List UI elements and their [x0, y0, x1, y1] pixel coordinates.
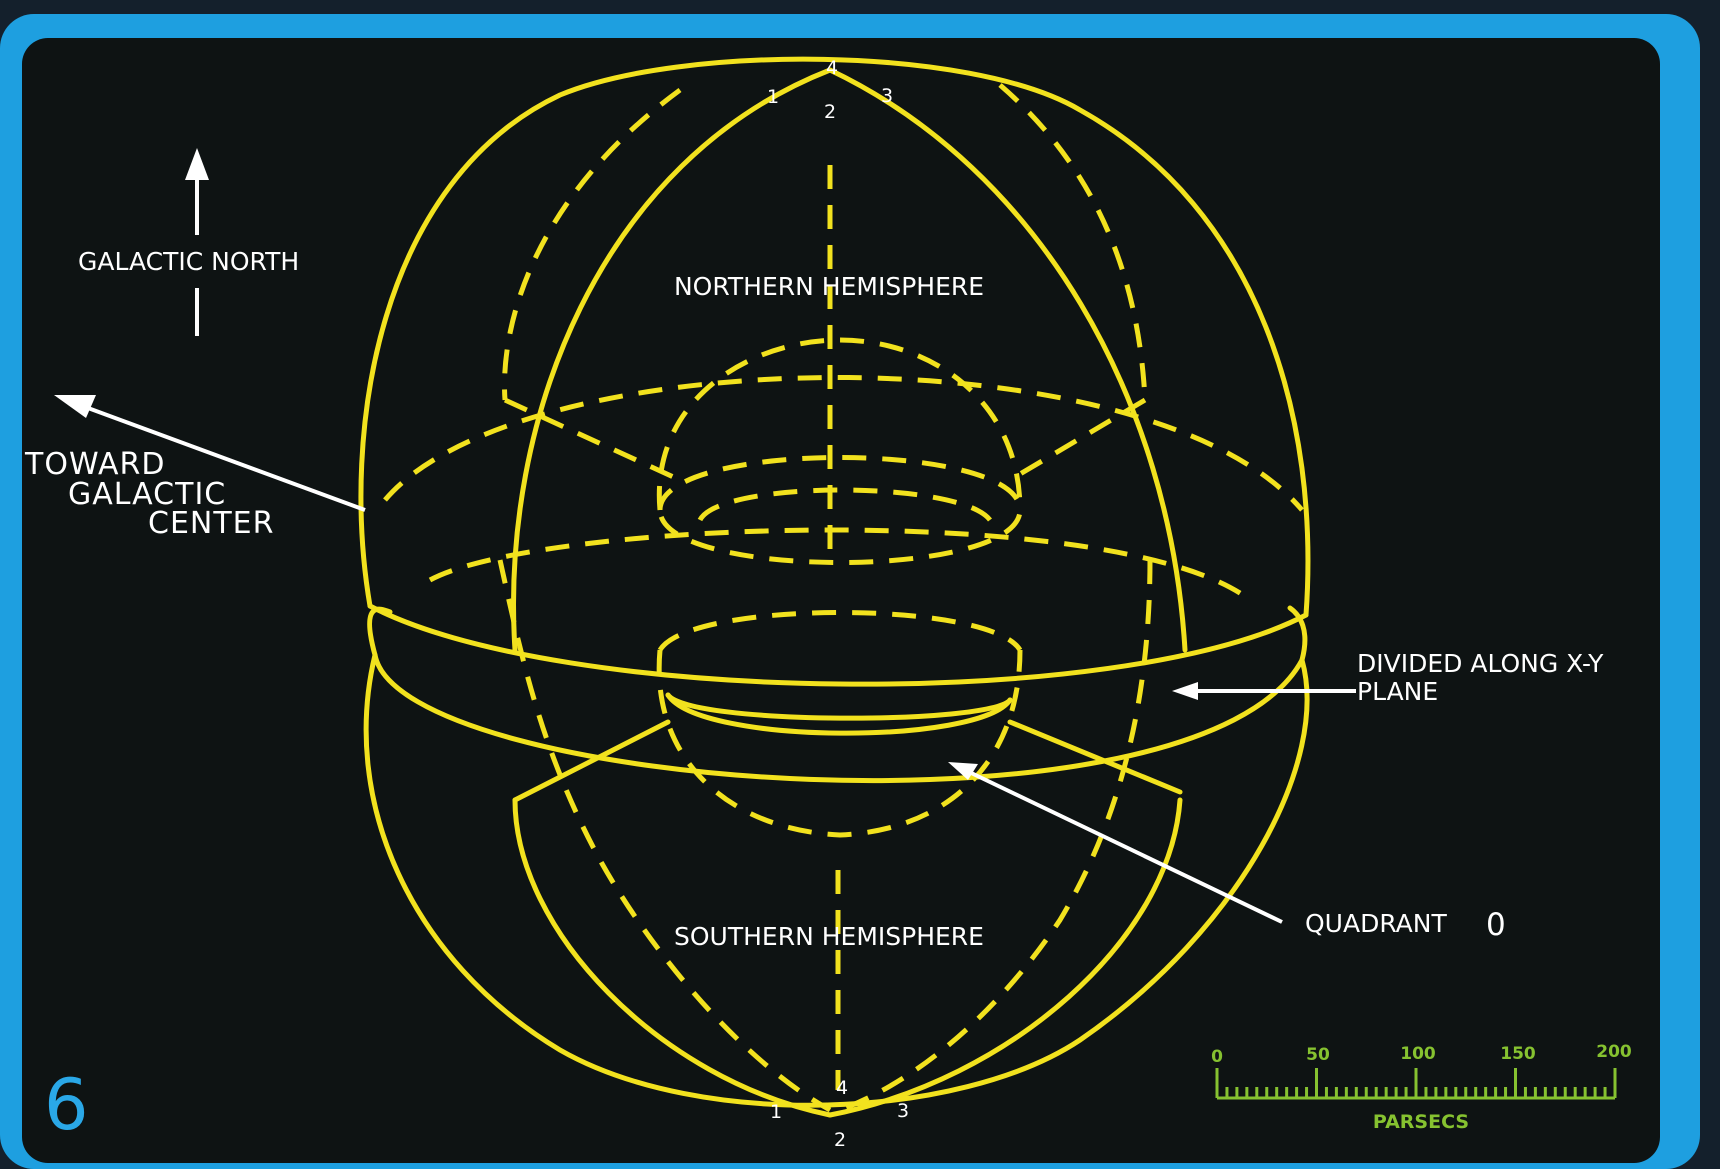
toward-label-line-2: GALACTIC [68, 477, 226, 512]
quadrant-label: QUADRANT [1305, 909, 1447, 938]
southern-rim-right [1287, 605, 1308, 663]
dashed-meridian-inner-left [497, 559, 832, 1113]
scale-label-0: 0 [1211, 1047, 1223, 1067]
center-arrow-head [54, 395, 96, 418]
northern-hemisphere-outline [358, 56, 1311, 618]
dashed-inner-sphere-top [656, 337, 1023, 511]
scale-tick-labels: 0 50 100 150 200 [1211, 1042, 1632, 1067]
top-quadrant-1: 1 [767, 86, 779, 108]
meridian-north-1 [511, 67, 833, 653]
meridian-north-3 [827, 67, 1188, 653]
plane-arrow-head [1172, 682, 1198, 700]
divided-plane-label-line-2: PLANE [1357, 677, 1438, 706]
dashed-back-plane-left [503, 397, 682, 483]
scale-unit-label: PARSECS [1373, 1111, 1469, 1133]
dashed-latitude-upper [383, 375, 1304, 512]
galactic-north-label: GALACTIC NORTH [78, 247, 299, 276]
top-quadrant-numbers: 1 2 3 4 [767, 57, 893, 123]
scale-label-150: 150 [1500, 1044, 1536, 1064]
quadrant-edge-right [1007, 719, 1183, 795]
top-quadrant-2: 2 [824, 101, 836, 123]
dashed-meridian-back-right [998, 83, 1148, 401]
page-number: 6 [44, 1064, 89, 1146]
scale-label-100: 100 [1400, 1044, 1436, 1064]
quadrant-edge-left [512, 719, 671, 803]
southern-hemisphere-label: SOUTHERN HEMISPHERE [674, 922, 984, 951]
top-quadrant-4: 4 [826, 57, 838, 79]
meridian-south-1 [512, 797, 833, 1118]
southern-equator [372, 652, 1305, 784]
quadrant-0-cap [665, 692, 1013, 736]
divided-plane-label-line-1: DIVIDED ALONG X-Y [1357, 649, 1604, 678]
dashed-inner-ring-2 [697, 487, 992, 522]
diagram-panel: 1 2 3 4 1 2 3 4 [22, 38, 1660, 1163]
southern-rim-top [367, 606, 393, 658]
scale-ruler [1215, 1068, 1617, 1100]
dashed-back-plane-right [1008, 397, 1147, 483]
dashed-meridian-inner-right [839, 559, 1153, 1113]
sphere-wireframe [358, 56, 1311, 1118]
northern-hemisphere-label: NORTHERN HEMISPHERE [674, 272, 984, 301]
scale-label-50: 50 [1306, 1045, 1330, 1065]
quadrant-arrow-shaft [964, 768, 1283, 924]
southern-hemisphere-outline [363, 652, 1310, 1108]
toward-label-line-3: CENTER [148, 506, 274, 541]
text-labels: GALACTIC NORTH TOWARD GALACTIC CENTER NO… [24, 247, 1604, 951]
top-quadrant-3: 3 [881, 85, 893, 107]
dashed-inner-ring-1 [657, 455, 1023, 565]
dashed-inner-sphere-bottom [656, 649, 1023, 838]
quadrant-0-rim [665, 692, 1013, 721]
scale-label-200: 200 [1596, 1042, 1632, 1062]
quadrant-arrow-head [948, 762, 978, 780]
meridian-south-3 [827, 797, 1183, 1118]
arrow-heads [54, 148, 1198, 780]
bottom-quadrant-2: 2 [834, 1129, 846, 1151]
bottom-quadrant-4: 4 [836, 1077, 848, 1099]
toward-label-line-1: TOWARD [24, 447, 165, 482]
dashed-lower-ring [657, 610, 1023, 652]
dashed-equator-front [428, 527, 1252, 602]
annotation-arrows [87, 170, 1356, 924]
quadrant-value: 0 [1486, 907, 1506, 943]
galactic-center-arrow-shaft [87, 406, 366, 512]
northern-cut-plane [367, 603, 1309, 687]
bottom-quadrant-1: 1 [770, 1101, 782, 1123]
galactic-sphere-diagram: 1 2 3 4 1 2 3 4 [24, 56, 1632, 1151]
scale-bar: 0 50 100 150 200 PARSECS [1211, 1042, 1632, 1133]
bottom-quadrant-numbers: 1 2 3 4 [770, 1077, 909, 1151]
bottom-quadrant-3: 3 [897, 1100, 909, 1122]
hidden-lines [383, 83, 1304, 1113]
dashed-meridian-back-left [502, 87, 682, 401]
north-arrow-head [185, 148, 209, 180]
